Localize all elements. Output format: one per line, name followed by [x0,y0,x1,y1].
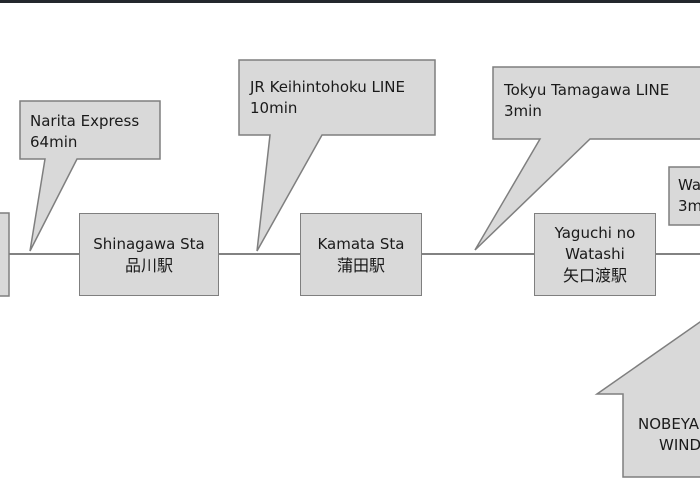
callout-tamagawa [474,66,700,251]
station-kamata-jp: 蒲田駅 [336,255,385,275]
station-shinagawa: Shinagawa Sta 品川駅 [79,213,219,296]
callout-tamagawa-text: Tokyu Tamagawa LINE 3min [504,80,669,122]
callout-narita-express [19,100,161,252]
station-yaguchi: Yaguchi no Watashi 矢口渡駅 [534,213,656,296]
tamagawa-line-label: Tokyu Tamagawa LINE [504,81,670,99]
station-shinagawa-jp: 品川駅 [124,255,173,275]
callout-right-text: Wa 3m [678,175,700,217]
callout-right-partial [668,166,700,226]
destination-line2: WIND [659,436,700,454]
callout-narita-text: Narita Express 64min [30,111,139,153]
right-line-label: Wa [678,176,700,194]
top-border [0,0,700,3]
station-yaguchi-jp: 矢口渡駅 [562,266,627,285]
right-time-label: 3m [678,197,700,215]
keihintohoku-time-label: 10min [250,99,298,117]
narita-time-label: 64min [30,133,78,151]
destination-line1: NOBEYA [638,415,700,433]
narita-line-label: Narita Express [30,112,140,130]
tamagawa-time-label: 3min [504,102,542,120]
callout-keihintohoku [238,59,436,252]
station-kamata-en: Kamata Sta [317,234,405,253]
destination-house [594,321,700,478]
destination-text: NOBEYA WIND [638,414,700,456]
station-kamata: Kamata Sta 蒲田駅 [300,213,422,296]
left-partial-box [0,212,10,297]
station-yaguchi-en: Yaguchi no [554,224,636,242]
station-yaguchi-en2: Watashi [565,245,625,263]
callout-keihintohoku-text: JR Keihintohoku LINE 10min [250,77,405,119]
station-shinagawa-en: Shinagawa Sta [93,234,205,253]
keihintohoku-line-label: JR Keihintohoku LINE [250,78,406,96]
